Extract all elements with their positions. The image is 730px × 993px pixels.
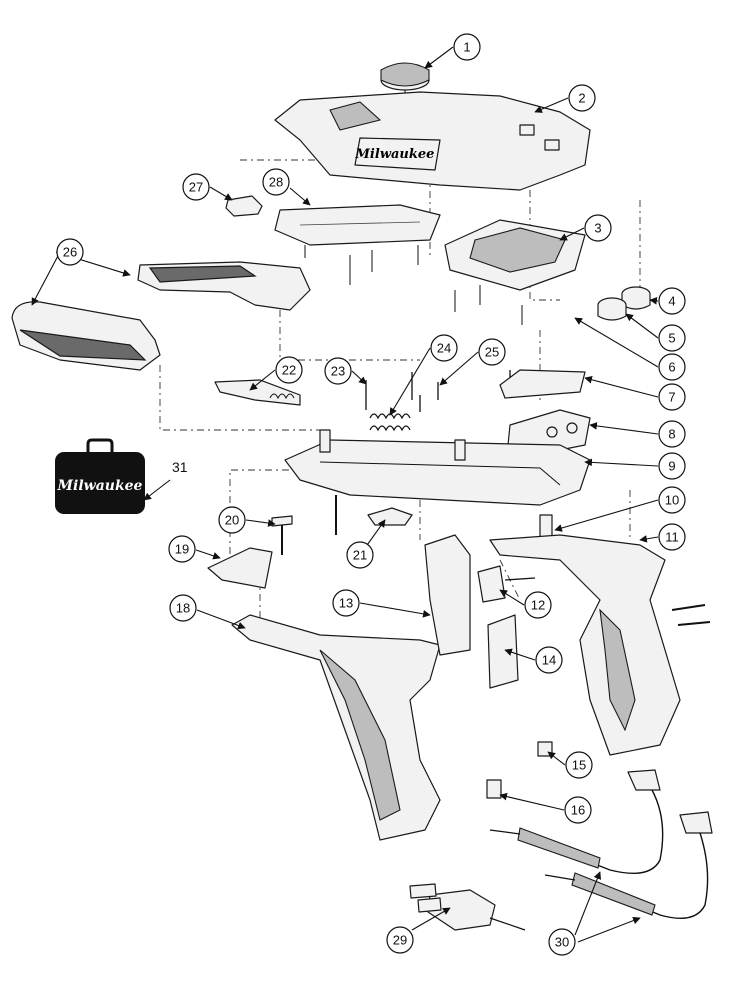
callout-23: 23 xyxy=(324,357,352,385)
part-4-5-rubber-feet xyxy=(597,286,651,321)
part-29-plug-adapter xyxy=(409,883,526,931)
case-callout-label: 31 xyxy=(172,459,188,475)
callout-12: 12 xyxy=(524,591,552,619)
callout-1: 1 xyxy=(453,33,481,61)
part-14-battery xyxy=(487,614,519,689)
part-20-standoff xyxy=(271,495,337,555)
part-24-springs xyxy=(365,370,511,432)
callout-6: 6 xyxy=(658,353,686,381)
part-16-contact xyxy=(486,779,502,799)
part-27-pad xyxy=(225,195,263,217)
callout-20: 20 xyxy=(218,506,246,534)
svg-text:1: 1 xyxy=(463,40,470,55)
callout-5: 5 xyxy=(658,324,686,352)
svg-text:4: 4 xyxy=(668,294,675,309)
callout-30: 30 xyxy=(548,928,576,956)
callout-2: 2 xyxy=(568,84,596,112)
callout-18: 18 xyxy=(169,594,197,622)
callout-24: 24 xyxy=(430,334,458,362)
part-1-dial-knob xyxy=(380,62,430,110)
callout-4: 4 xyxy=(658,287,686,315)
callout-7: 7 xyxy=(658,383,686,411)
callout-14: 14 xyxy=(535,646,563,674)
part-30-test-leads xyxy=(489,769,713,919)
callout-16: 16 xyxy=(564,796,592,824)
svg-text:3: 3 xyxy=(594,221,601,236)
svg-text:2: 2 xyxy=(578,91,585,106)
part-12-switch xyxy=(477,565,536,603)
svg-text:15: 15 xyxy=(572,758,586,773)
part-28-circuit-board xyxy=(274,204,441,285)
svg-text:7: 7 xyxy=(668,390,675,405)
svg-text:18: 18 xyxy=(176,601,190,616)
callout-3: 3 xyxy=(584,214,612,242)
callout-10: 10 xyxy=(658,486,686,514)
svg-text:16: 16 xyxy=(571,803,585,818)
callout-15: 15 xyxy=(565,751,593,779)
case-logo-text: Milwaukee xyxy=(57,478,143,494)
svg-text:5: 5 xyxy=(668,331,675,346)
part-19-trigger-guard xyxy=(207,547,273,589)
svg-text:26: 26 xyxy=(63,245,77,260)
svg-text:20: 20 xyxy=(225,513,239,528)
svg-text:10: 10 xyxy=(665,493,679,508)
callout-26: 26 xyxy=(56,238,84,266)
svg-text:8: 8 xyxy=(668,427,675,442)
svg-text:13: 13 xyxy=(339,596,353,611)
housing-logo-text: Milwaukee xyxy=(355,147,435,162)
part-31-carrying-case: Milwaukee 31 xyxy=(55,438,188,514)
callout-13: 13 xyxy=(332,589,360,617)
callout-25: 25 xyxy=(478,338,506,366)
svg-text:21: 21 xyxy=(353,548,367,563)
callout-balloons: 1 2 3 4 5 6 7 8 9 10 11 12 13 14 15 16 1… xyxy=(56,33,686,956)
svg-text:30: 30 xyxy=(555,935,569,950)
part-3-display-module xyxy=(444,219,586,325)
svg-text:24: 24 xyxy=(437,341,451,356)
part-18-left-shell xyxy=(231,614,441,841)
svg-text:9: 9 xyxy=(668,459,675,474)
callout-8: 8 xyxy=(658,420,686,448)
callout-19: 19 xyxy=(168,535,196,563)
callout-22: 22 xyxy=(275,356,303,384)
part-26-handle xyxy=(11,261,311,371)
svg-text:22: 22 xyxy=(282,363,296,378)
svg-text:11: 11 xyxy=(665,530,679,545)
part-7-bracket xyxy=(499,369,586,399)
svg-text:25: 25 xyxy=(485,345,499,360)
svg-text:6: 6 xyxy=(668,360,675,375)
callout-21: 21 xyxy=(346,541,374,569)
callout-11: 11 xyxy=(658,523,686,551)
part-11-right-shell xyxy=(489,534,711,756)
callout-27: 27 xyxy=(182,173,210,201)
svg-text:12: 12 xyxy=(531,598,545,613)
svg-text:14: 14 xyxy=(542,653,556,668)
callout-29: 29 xyxy=(386,926,414,954)
callout-28: 28 xyxy=(262,168,290,196)
svg-text:28: 28 xyxy=(269,175,283,190)
svg-text:23: 23 xyxy=(331,364,345,379)
svg-text:19: 19 xyxy=(175,542,189,557)
part-21-bracket xyxy=(367,507,413,526)
callout-9: 9 xyxy=(658,452,686,480)
part-2-top-housing: Milwaukee xyxy=(274,91,591,191)
part-22-clip xyxy=(214,379,301,406)
part-9-middle-frame xyxy=(284,429,591,506)
part-13-side-panel xyxy=(424,534,471,656)
svg-text:27: 27 xyxy=(189,180,203,195)
svg-text:29: 29 xyxy=(393,933,407,948)
